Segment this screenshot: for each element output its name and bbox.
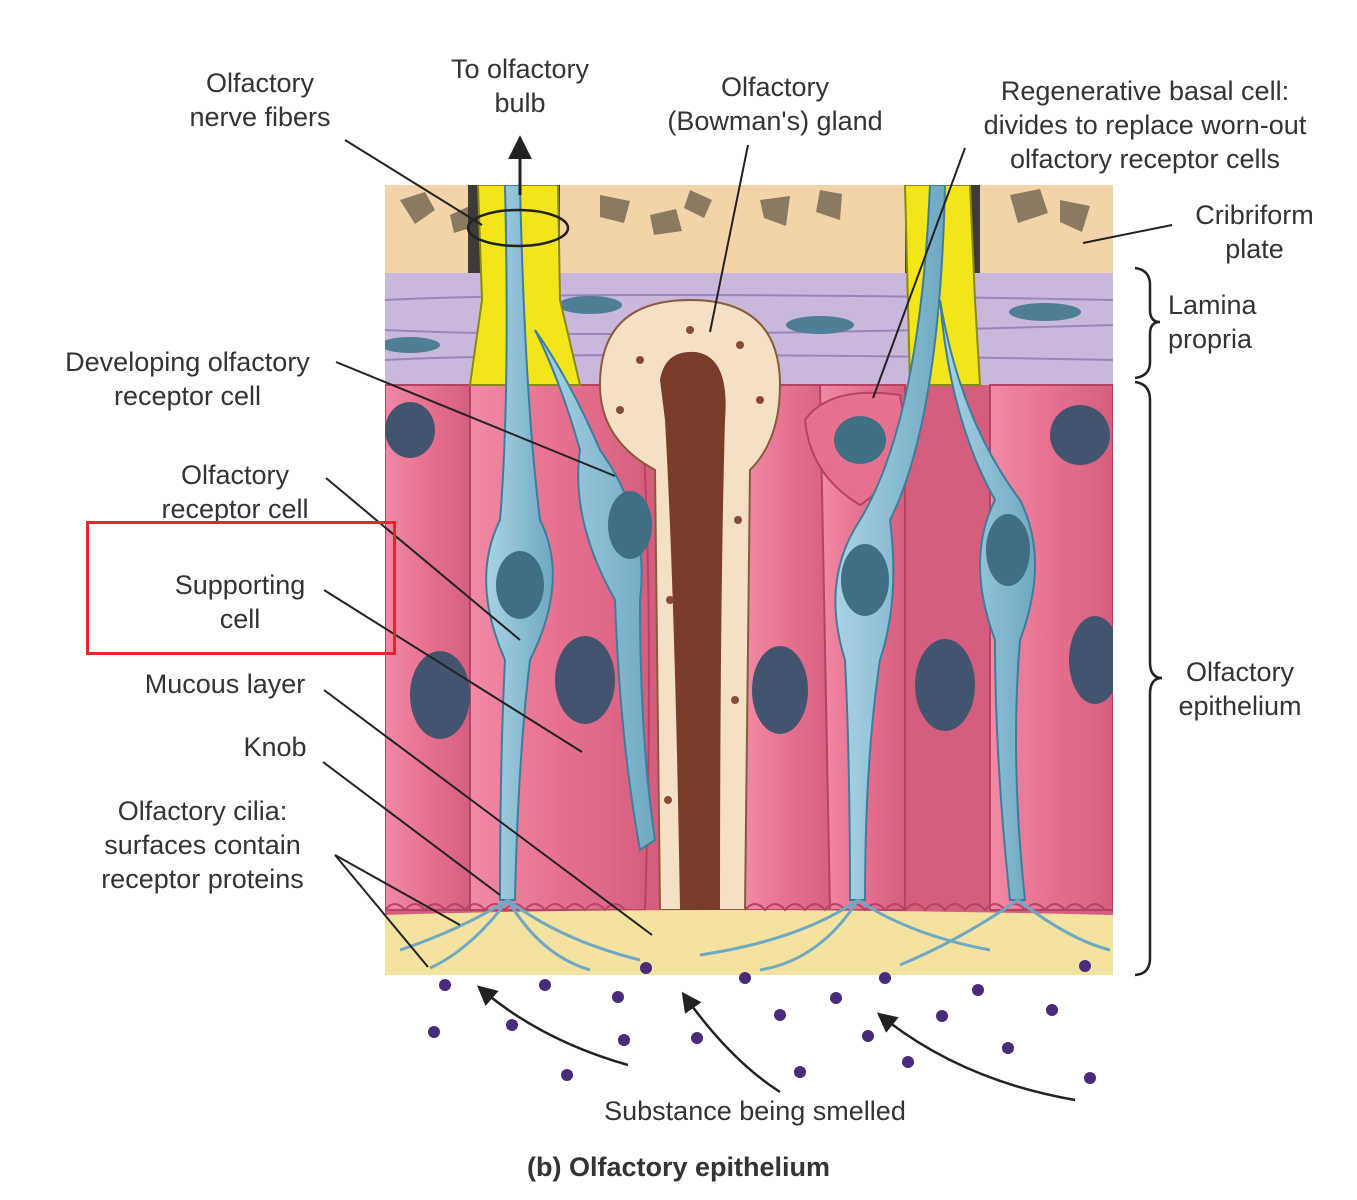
odor-arrows: [476, 985, 1076, 1102]
label-knob: Knob: [243, 732, 307, 762]
gland-duct: [660, 351, 726, 910]
olfactory-cilia: [399, 898, 1111, 972]
odor-molecules: [428, 960, 1096, 1084]
leader-lines: [322, 139, 1173, 968]
label-mucous-layer: Mucous layer: [144, 669, 306, 699]
lamina-cells: [385, 296, 1081, 353]
label-bowmans-gland: Olfactory(Bowman's) gland: [667, 72, 883, 136]
highlight-box: [86, 521, 396, 655]
nerve-fiber-ring: [466, 208, 570, 248]
braces: [1134, 266, 1163, 977]
mucous-layer: [385, 910, 1113, 975]
figure-caption: (b) Olfactory epithelium: [526, 1152, 831, 1182]
receptor-nuclei: [496, 491, 1030, 619]
label-substance-being-smelled: Substance being smelled: [604, 1096, 906, 1126]
supporting-cell-nuclei: [385, 402, 1113, 739]
receptor-cells: [485, 185, 1036, 901]
gland-cell-dots: [616, 326, 764, 804]
label-regenerative-basal-cell: Regenerative basal cell:divides to repla…: [983, 76, 1307, 174]
nerve-fiber-left: [468, 185, 582, 386]
